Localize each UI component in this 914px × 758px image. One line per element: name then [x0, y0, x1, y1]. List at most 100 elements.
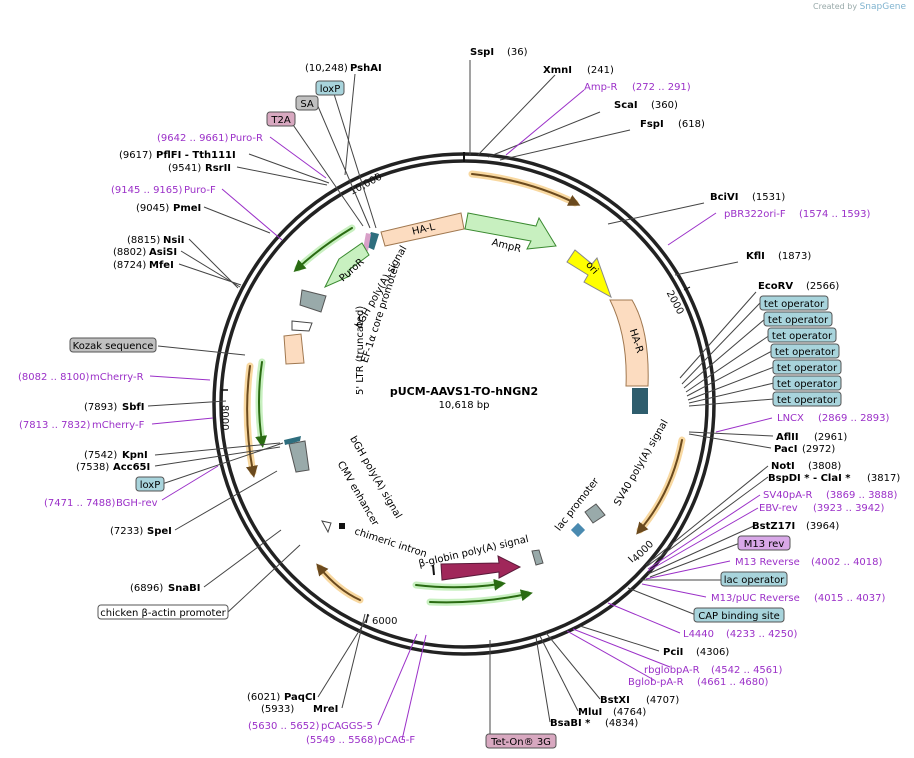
kozak-box	[69, 337, 157, 353]
bstxi-name: BstXI	[600, 695, 630, 706]
rsrii-name: RsrII	[205, 163, 231, 174]
m13rev-box	[737, 535, 791, 551]
ampr-primer-name: Amp-R	[584, 82, 618, 93]
plasmid-size: 10,618 bp	[439, 400, 490, 411]
bghrev-pos: (7471 .. 7488)	[44, 498, 116, 509]
spei-name: SpeI	[147, 526, 172, 537]
l4440-pos: (4233 .. 4250)	[726, 629, 798, 640]
leader-lines	[147, 60, 775, 738]
sv40pa-pos: (3869 .. 3888)	[826, 490, 898, 501]
ebv-name: EBV-rev	[759, 503, 798, 514]
pshai-name: PshAI	[350, 63, 382, 74]
bglob-name: Bglob-pA-R	[628, 677, 684, 688]
ampr-primer-pos: (272 .. 291)	[632, 82, 691, 93]
sbfi-pos: (7893)	[84, 402, 117, 413]
kfli-pos: (1873)	[778, 251, 811, 262]
cmv-marker	[339, 523, 345, 529]
acc65i-name: Acc65I	[113, 462, 150, 473]
t2a-label: T2A	[270, 115, 290, 126]
mcherryf-name: mCherry-F	[92, 420, 145, 431]
m13rev-label: M13 rev	[744, 539, 785, 550]
bgh-polya-feature-lower	[288, 440, 310, 473]
lncx-pos: (2869 .. 2893)	[818, 413, 890, 424]
sbfi-name: SbfI	[122, 402, 144, 413]
paci-pos: (2972)	[802, 444, 835, 455]
loxp-box-upper	[315, 80, 345, 96]
sa-label: SA	[300, 99, 314, 110]
kfli-name: KflI	[746, 251, 765, 262]
snapgene-logo: SnapGene	[859, 2, 906, 12]
kpni-name: KpnI	[122, 450, 148, 461]
ampr-arc	[471, 173, 581, 206]
mcherry-arc	[246, 365, 258, 478]
pcaggs-pos: (5630 .. 5652)	[248, 721, 320, 732]
fspi-name: FspI	[640, 119, 664, 130]
pcag-pos: (5549 .. 5568)	[306, 735, 378, 746]
pbr-pos: (1574 .. 1593)	[799, 209, 871, 220]
sv40-polya-feature	[584, 503, 606, 524]
tet-op-box-6	[772, 375, 842, 391]
pflfi-pos: (9617)	[119, 150, 152, 161]
lncx-name: LNCX	[777, 413, 804, 424]
puror-feature	[323, 242, 370, 289]
asisi-pos: (8802)	[113, 247, 146, 258]
tick-2000: 2000	[664, 289, 686, 317]
chimeric-intron-label: chimeric intron	[353, 526, 428, 560]
lac-promoter-feature	[570, 522, 586, 538]
primer-leaders	[149, 89, 773, 741]
bstz-pos: (3964)	[806, 521, 839, 532]
mrei-name: MreI	[313, 704, 338, 715]
rsrii-pos: (9541)	[168, 163, 201, 174]
tet-op-box-7	[772, 391, 842, 407]
ltr-label: 5' LTR (truncated)	[355, 306, 366, 395]
tick-6000: 6000	[372, 616, 397, 627]
pmei-pos: (9045)	[136, 203, 169, 214]
puror-pos: (9642 .. 9661)	[157, 133, 229, 144]
pshai-pos: (10,248)	[305, 63, 348, 74]
cap-box	[693, 607, 785, 623]
tet-op-box-5	[772, 359, 842, 375]
teton-box	[485, 733, 557, 749]
bcivi-name: BciVI	[710, 192, 738, 203]
tet-op-5: tet operator	[777, 363, 838, 374]
cap-label: CAP binding site	[698, 611, 780, 622]
purof-pos: (9145 .. 9165)	[111, 185, 183, 196]
mcherryr-pos: (8082 .. 8100)	[18, 372, 90, 383]
tet-op-box-1	[759, 295, 829, 311]
loxp-marker-lower	[284, 436, 301, 445]
scai-name: ScaI	[614, 100, 638, 111]
rbglob-name: rbglobpA-R	[644, 665, 700, 676]
bsabi-name: BsaBI *	[550, 718, 591, 729]
loxp-label-lower: loxP	[140, 480, 161, 491]
tet-op-4: tet operator	[775, 347, 836, 358]
ha-l-label: HA-L	[411, 222, 437, 238]
noti-name: NotI	[771, 461, 795, 472]
pmei-name: PmeI	[173, 203, 201, 214]
sv40-arc	[636, 439, 683, 535]
tick-8000: 8000	[219, 405, 230, 430]
bghrev-name: BGH-rev	[116, 498, 158, 509]
ampr-feature	[464, 212, 557, 250]
sa-box	[295, 95, 319, 111]
m13reverse-pos: (4002 .. 4018)	[811, 557, 883, 568]
mfei-pos: (8724)	[113, 260, 146, 271]
sspi-name: SspI	[470, 47, 494, 58]
bspdi-name: BspDI * - ClaI *	[768, 473, 851, 484]
cmv-enhancer-arrow	[321, 520, 332, 534]
sspi-pos: (36)	[507, 47, 528, 58]
mfei-name: MfeI	[149, 260, 174, 271]
snapgene-credit: Created by SnapGene	[813, 2, 906, 12]
puror-name: Puro-R	[230, 133, 263, 144]
beta-globin-polya-feature	[531, 549, 544, 566]
sv40pa-name: SV40pA-R	[763, 490, 812, 501]
tet-op-1: tet operator	[764, 299, 825, 310]
ampr-label: AmpR	[491, 237, 523, 255]
m13puc-name: M13/pUC Reverse	[711, 593, 800, 604]
pcag-name: pCAG-F	[378, 735, 415, 746]
tet-operator-block	[632, 388, 648, 414]
fspi-pos: (618)	[678, 119, 705, 130]
spei-pos: (7233)	[110, 526, 143, 537]
mcherryr-name: mCherry-R	[90, 372, 144, 383]
tick-4000: 4000	[630, 539, 656, 565]
